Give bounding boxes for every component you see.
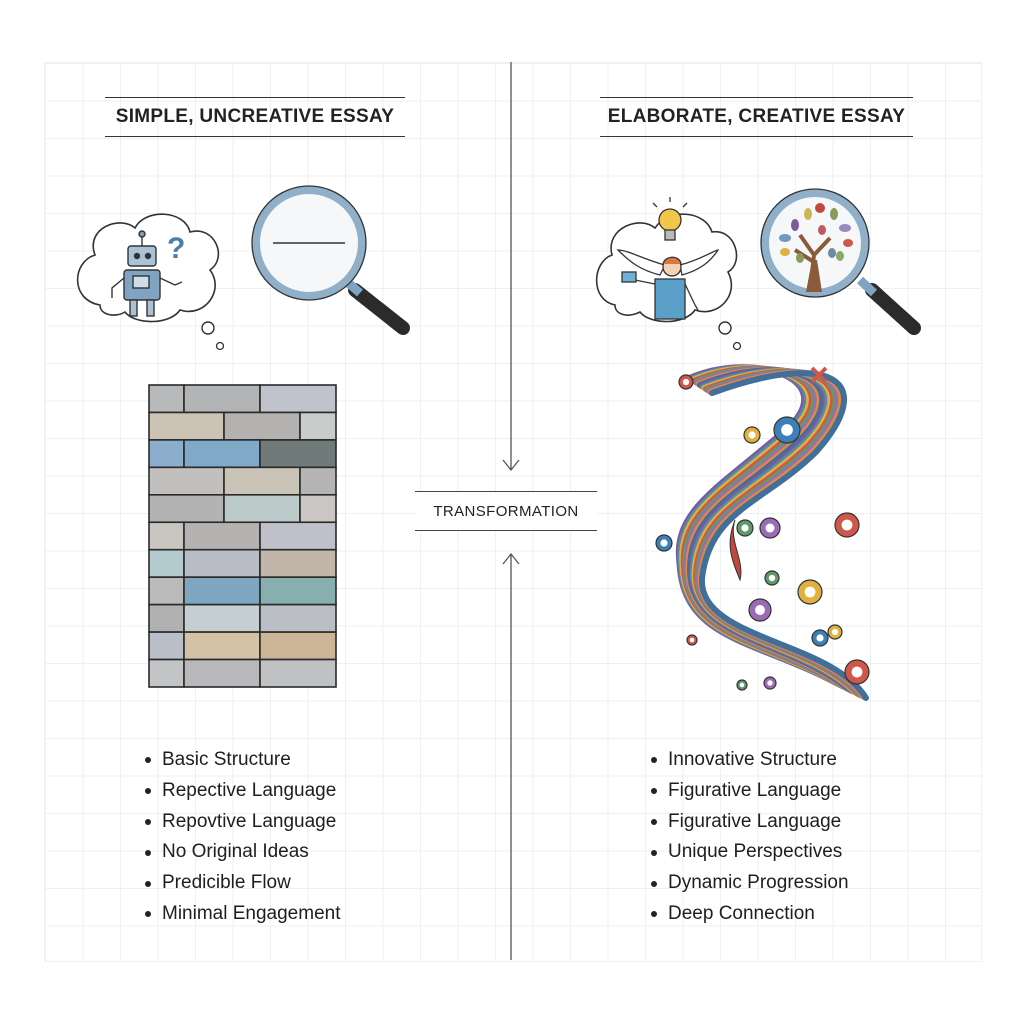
list-item: Minimal Engagement xyxy=(145,899,340,930)
brick xyxy=(148,576,185,606)
badge-center xyxy=(748,431,756,439)
right-bullet-list: Innovative Structure Figurative Language… xyxy=(651,745,849,930)
list-item: Dynamic Progression xyxy=(651,868,849,899)
list-item: Unique Perspectives xyxy=(651,837,849,868)
brick xyxy=(299,411,337,441)
badge-center xyxy=(660,539,668,547)
brick xyxy=(259,658,337,688)
cross-icon xyxy=(810,366,828,384)
brick xyxy=(259,576,337,606)
brick xyxy=(183,658,261,688)
badge-center xyxy=(804,586,816,598)
brick xyxy=(148,658,185,688)
badge-center xyxy=(781,424,793,436)
badge-center xyxy=(851,666,863,678)
angel-figure-icon xyxy=(616,249,720,320)
badge-center xyxy=(741,524,749,532)
brick xyxy=(259,439,337,469)
badge-center xyxy=(816,634,824,642)
badge-center xyxy=(768,574,776,582)
brick xyxy=(259,548,337,578)
list-item: Predicible Flow xyxy=(145,868,340,899)
right-title: ELABORATE, CREATIVE ESSAY xyxy=(600,97,913,137)
list-item: Repovtive Language xyxy=(145,807,340,838)
brick xyxy=(223,411,301,441)
list-item: Figurative Language xyxy=(651,776,849,807)
left-title: SIMPLE, UNCREATIVE ESSAY xyxy=(105,97,405,137)
list-item: Innovative Structure xyxy=(651,745,849,776)
badge-center xyxy=(767,680,773,686)
brick xyxy=(259,521,337,551)
badge-center xyxy=(682,378,690,386)
arrow-up-icon xyxy=(502,552,520,565)
left-bullet-list: Basic Structure Repective Language Repov… xyxy=(145,745,340,930)
brick xyxy=(259,603,337,633)
transformation-label: TRANSFORMATION xyxy=(415,491,597,531)
badge-center xyxy=(765,523,775,533)
flame-figure-icon xyxy=(729,519,742,582)
robot-icon xyxy=(111,230,183,317)
brick xyxy=(299,494,337,524)
question-mark-icon: ? xyxy=(167,232,185,265)
badge-center xyxy=(689,637,695,643)
thought-cloud-icon xyxy=(76,213,225,351)
badge-center xyxy=(755,605,765,615)
leaf-icons xyxy=(779,203,853,263)
list-item: Figurative Language xyxy=(651,807,849,838)
badge-center xyxy=(739,682,745,688)
badge-center xyxy=(841,519,853,531)
list-item: Basic Structure xyxy=(145,745,340,776)
magnifier-icon xyxy=(251,185,410,335)
magnifier-tree-icon xyxy=(760,188,921,335)
swirl-stroke xyxy=(698,370,869,701)
brick xyxy=(259,384,337,414)
brick xyxy=(148,631,185,661)
list-item: Deep Connection xyxy=(651,899,849,930)
badge-center xyxy=(831,628,839,636)
arrow-down-icon xyxy=(502,459,520,472)
brick xyxy=(223,494,301,524)
lightbulb-icon xyxy=(652,197,688,241)
brick xyxy=(223,466,301,496)
list-item: Repective Language xyxy=(145,776,340,807)
list-item: No Original Ideas xyxy=(145,837,340,868)
